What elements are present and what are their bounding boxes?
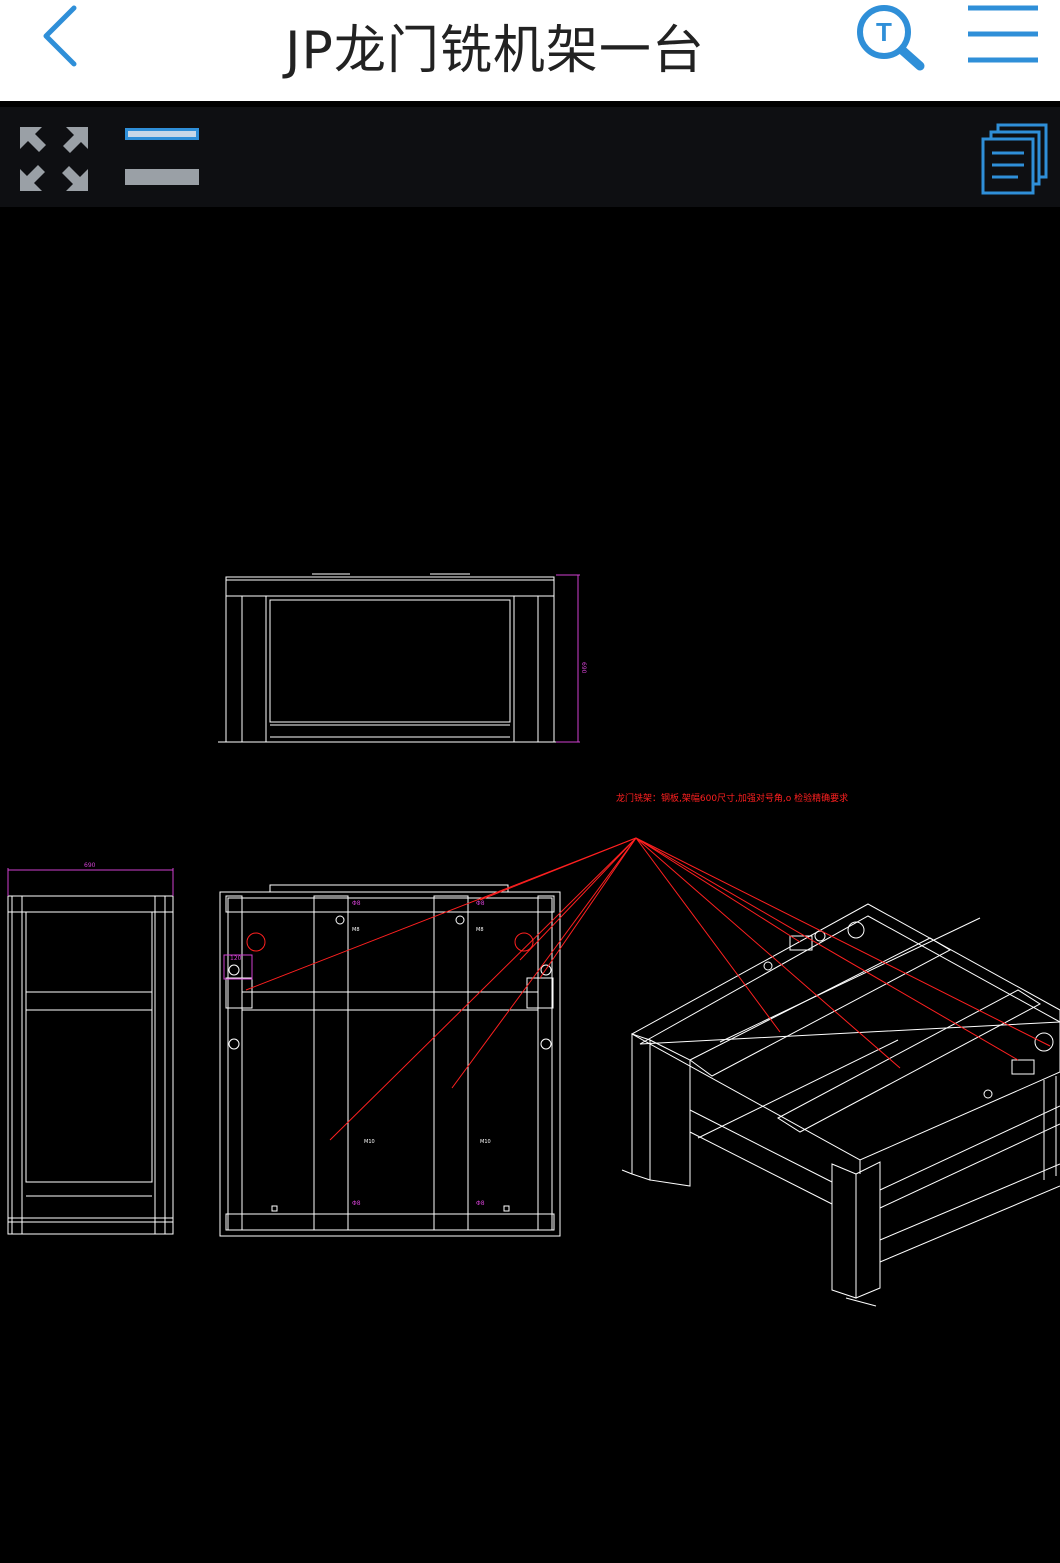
page-title: JP龙门铣机架一台 xyxy=(285,21,705,81)
cad-drawing-canvas[interactable]: 龙门铣架：钢板,架幅600尺寸,加强对号角,o 检验精确要求 690 690 1… xyxy=(0,207,1060,1559)
hole-label: Φ8 xyxy=(352,900,361,907)
back-button[interactable] xyxy=(28,0,98,80)
hamburger-menu-icon xyxy=(968,5,1038,63)
menu-button[interactable] xyxy=(960,0,1050,80)
layer-toggle-button[interactable] xyxy=(122,125,202,189)
text-search-icon: T xyxy=(857,5,925,71)
svg-text:T: T xyxy=(876,17,892,47)
isometric-view xyxy=(621,903,1060,1307)
expand-arrows-icon xyxy=(20,127,88,191)
front-view xyxy=(219,884,561,1237)
hole-label: M10 xyxy=(364,1139,375,1145)
top-view xyxy=(218,573,562,743)
viewer-toolbar xyxy=(0,107,1060,207)
hole-label: Φ8 xyxy=(352,1200,361,1207)
height-dimension-label: 690 xyxy=(580,662,587,674)
small-dimension xyxy=(223,954,253,980)
height-dimension xyxy=(556,574,580,743)
hole-label: M10 xyxy=(480,1139,491,1145)
small-dimension-label: 120 xyxy=(230,955,242,962)
pages-button[interactable] xyxy=(978,121,1050,197)
chevron-left-icon xyxy=(43,5,77,67)
drawing-annotation: 龙门铣架：钢板,架幅600尺寸,加强对号角,o 检验精确要求 xyxy=(616,792,848,804)
side-view xyxy=(7,895,174,1235)
hole-label: M8 xyxy=(476,927,484,933)
document-stack-icon xyxy=(981,123,1048,195)
hole-label: M8 xyxy=(352,927,360,933)
hole-label: Φ8 xyxy=(476,1200,485,1207)
text-search-button[interactable]: T xyxy=(848,0,938,80)
width-dimension xyxy=(7,868,174,896)
top-bar: JP龙门铣机架一台 T xyxy=(0,0,1060,101)
layers-toggle-icon xyxy=(125,128,199,185)
width-dimension-label: 690 xyxy=(84,862,96,869)
hole-label: Φ8 xyxy=(476,900,485,907)
annotation-leaders xyxy=(245,837,1051,1141)
fullscreen-button[interactable] xyxy=(16,123,92,195)
cad-drawing: 龙门铣架：钢板,架幅600尺寸,加强对号角,o 检验精确要求 690 690 1… xyxy=(7,573,1060,1307)
